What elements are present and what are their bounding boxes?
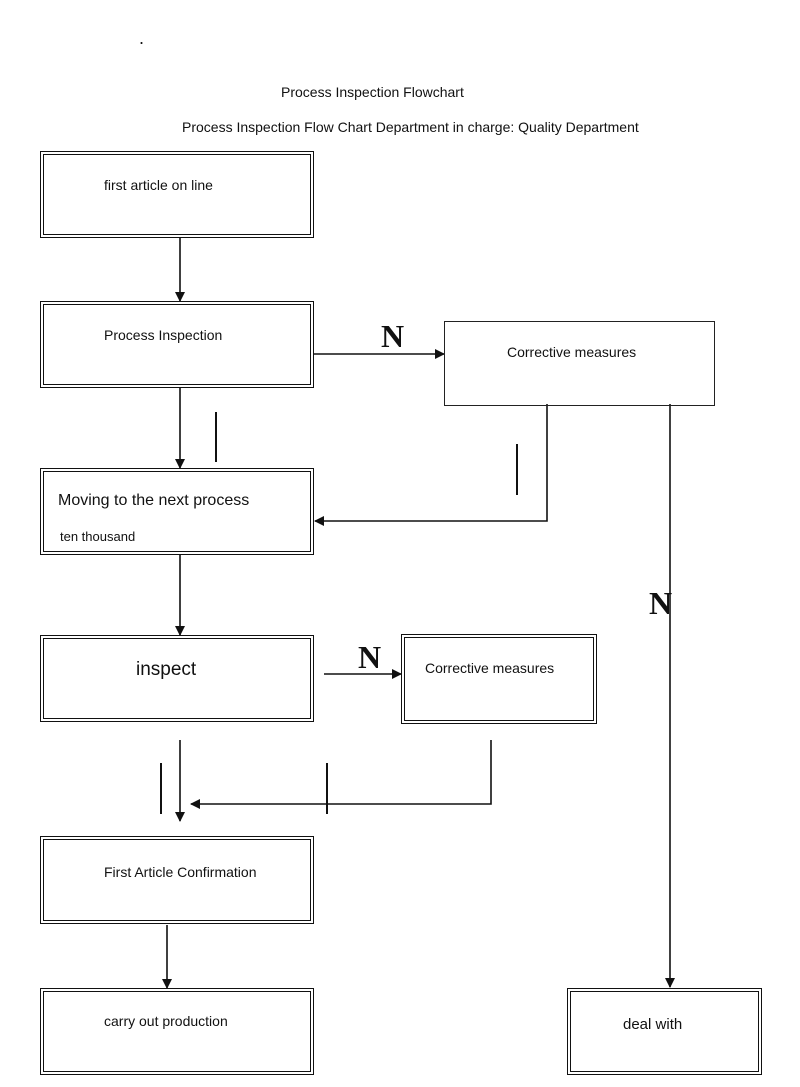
no-mark-inspect: N <box>358 639 382 675</box>
node-inspect-label: inspect <box>136 659 197 680</box>
node-corrective-1-label: Corrective measures <box>507 344 637 360</box>
stray-dot: . <box>139 28 145 48</box>
node-process-inspection: Process Inspection <box>40 301 314 388</box>
arrow-corrective1-to-moving <box>314 404 548 526</box>
node-process-inspection-label: Process Inspection <box>104 327 223 343</box>
node-deal-with: deal with <box>567 988 762 1075</box>
node-moving-next: Moving to the next process ten thousand <box>40 468 314 555</box>
node-first-article-confirmation: First Article Confirmation <box>40 836 314 924</box>
node-corrective-2-label: Corrective measures <box>425 660 555 676</box>
page-subtitle: Process Inspection Flow Chart Department… <box>182 119 639 135</box>
node-corrective-2: Corrective measures <box>401 634 597 724</box>
node-first-article: first article on line <box>40 151 314 238</box>
no-mark-process: N <box>381 318 405 354</box>
node-corrective-1: Corrective measures <box>444 321 715 406</box>
node-carry-out-production-label: carry out production <box>104 1013 228 1029</box>
node-inspect: inspect <box>40 635 314 722</box>
node-first-article-confirmation-label: First Article Confirmation <box>104 864 257 880</box>
node-carry-out-production: carry out production <box>40 988 314 1075</box>
node-moving-next-label-1: Moving to the next process <box>58 492 250 509</box>
node-first-article-label: first article on line <box>104 177 213 193</box>
node-deal-with-label: deal with <box>623 1016 683 1033</box>
page-title: Process Inspection Flowchart <box>281 84 464 100</box>
arrow-corrective2-to-confirmation <box>190 740 492 809</box>
no-mark-dealwith: N <box>649 585 673 621</box>
node-moving-next-label-2: ten thousand <box>60 529 136 544</box>
